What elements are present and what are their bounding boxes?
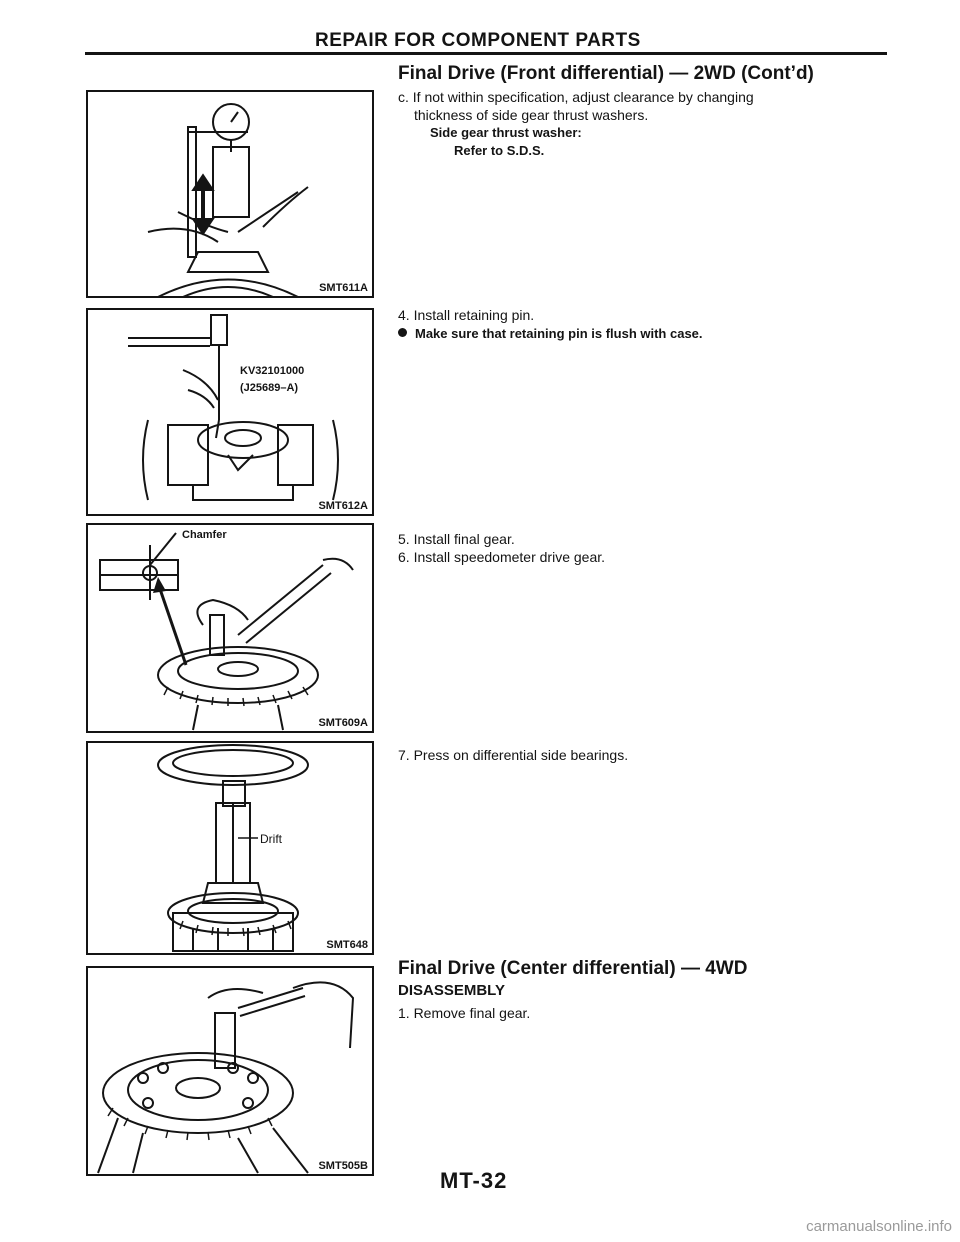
- section-header: REPAIR FOR COMPONENT PARTS: [315, 30, 641, 51]
- watermark: carmanualsonline.info: [806, 1218, 952, 1235]
- step-4-note-text: Make sure that retaining pin is flush wi…: [415, 326, 703, 341]
- figure-retaining-pin: KV32101000 (J25689–A) SMT612A: [86, 308, 374, 516]
- chamfer-label: Chamfer: [182, 529, 227, 541]
- drift-label: Drift: [260, 832, 282, 846]
- disassembly-heading: DISASSEMBLY: [398, 982, 505, 999]
- figure-remove-final-gear: SMT505B: [86, 966, 374, 1176]
- figure-id: SMT609A: [318, 717, 368, 729]
- figure-id: SMT612A: [318, 500, 368, 512]
- step-c: c. If not within specification, adjust c…: [398, 89, 754, 105]
- section-title-front-differential: Final Drive (Front differential) — 2WD (…: [398, 63, 814, 84]
- figure-final-gear: Chamfer SMT609A: [86, 523, 374, 733]
- figure-press-bearings: Drift SMT648: [86, 741, 374, 955]
- step-c-cont: thickness of side gear thrust washers.: [414, 107, 649, 123]
- step-5: 5. Install final gear.: [398, 531, 515, 547]
- figure-id: SMT648: [326, 939, 368, 951]
- step-6: 6. Install speedometer drive gear.: [398, 549, 606, 565]
- final-gear-illustration: [99, 532, 354, 731]
- bullet-dot: [398, 328, 407, 337]
- figure-dial-indicator: SMT611A: [86, 90, 374, 298]
- tool-part-number: KV32101000: [240, 365, 305, 377]
- press-bearings-illustration: [157, 744, 309, 952]
- remove-final-gear-illustration: [97, 981, 355, 1174]
- page-number: MT-32: [440, 1168, 508, 1193]
- spec-value: Refer to S.D.S.: [454, 143, 545, 158]
- step-4-note: Make sure that retaining pin is flush wi…: [398, 325, 703, 343]
- retaining-pin-illustration: [128, 314, 339, 501]
- dial-indicator-illustration: [147, 103, 309, 296]
- section-title-center-differential: Final Drive (Center differential) — 4WD: [398, 958, 748, 979]
- tool-alt-number: (J25689–A): [240, 382, 299, 394]
- step-1: 1. Remove final gear.: [398, 1005, 531, 1021]
- step-4: 4. Install retaining pin.: [398, 307, 535, 323]
- figure-id: SMT505B: [318, 1160, 368, 1172]
- spec-label: Side gear thrust washer:: [430, 125, 582, 140]
- step-7: 7. Press on differential side bearings.: [398, 747, 629, 763]
- header-rule: [85, 52, 887, 55]
- figure-id: SMT611A: [319, 282, 368, 294]
